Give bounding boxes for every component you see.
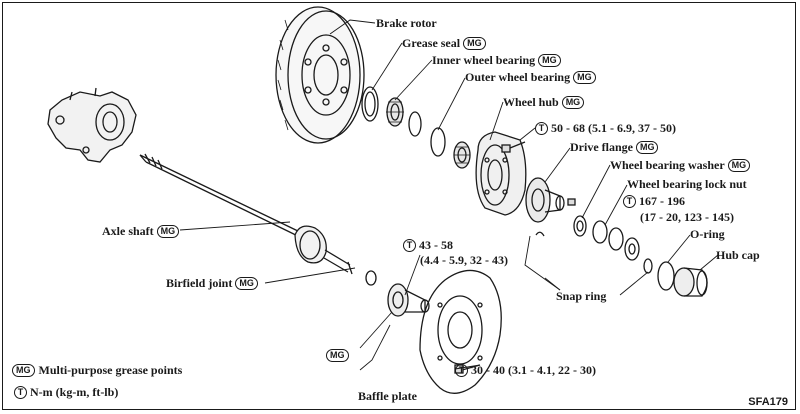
spindle	[387, 283, 430, 317]
inner-race-ring	[408, 111, 422, 137]
label-spindle-mg: MG	[326, 348, 349, 362]
torque-symbol: T	[535, 122, 548, 135]
label-snap-ring: Snap ring	[556, 289, 607, 303]
grease-seal	[361, 86, 379, 122]
mg-symbol: MG	[12, 364, 35, 377]
axle-shaft	[139, 153, 307, 241]
label-o-ring: O-ring	[690, 227, 725, 241]
wheel-bearing-lock-nut	[592, 220, 640, 261]
figure-code: SFA179	[748, 396, 788, 408]
hub-bolt	[501, 141, 526, 153]
mg-symbol: MG	[235, 277, 258, 290]
knuckle-housing	[47, 87, 137, 163]
o-ring	[657, 261, 675, 291]
torque-symbol: T	[455, 364, 468, 377]
mg-symbol: MG	[573, 71, 596, 84]
wheel-hub	[475, 131, 527, 216]
mg-symbol: MG	[538, 54, 561, 67]
mg-symbol: MG	[463, 37, 486, 50]
mg-symbol: MG	[326, 349, 349, 362]
label-brake-rotor: Brake rotor	[376, 16, 437, 30]
snap-ring-part	[535, 231, 545, 237]
drive-flange	[525, 177, 565, 223]
inner-wheel-bearing	[386, 97, 404, 127]
mg-symbol: MG	[156, 225, 180, 238]
outer-race-ring	[430, 127, 446, 157]
hub-cap	[673, 267, 708, 297]
label-torque-lock-nut-2: (17 - 20, 123 - 145)	[640, 210, 734, 224]
outer-wheel-bearing	[453, 141, 471, 169]
wheel-bearing-washer	[573, 215, 587, 237]
snap-ring-right	[643, 258, 653, 274]
mg-symbol: MG	[727, 159, 751, 172]
torque-symbol: T	[14, 386, 27, 399]
leader-lines	[179, 19, 719, 371]
label-wheel-bearing-lock-nut: Wheel bearing lock nut	[627, 177, 747, 191]
torque-symbol: T	[623, 195, 636, 208]
label-baffle-plate: Baffle plate	[358, 389, 417, 403]
birfield-joint	[294, 225, 353, 275]
label-torque-spindle-2: (4.4 - 5.9, 32 - 43)	[420, 253, 508, 267]
brake-rotor	[275, 6, 365, 144]
birfield-washer	[365, 270, 377, 286]
torque-symbol: T	[403, 239, 416, 252]
diagram-frame	[2, 2, 796, 410]
mg-symbol: MG	[635, 141, 659, 154]
label-hub-cap: Hub cap	[716, 248, 760, 262]
drive-flange-bolt	[567, 198, 576, 206]
mg-symbol: MG	[561, 96, 585, 109]
